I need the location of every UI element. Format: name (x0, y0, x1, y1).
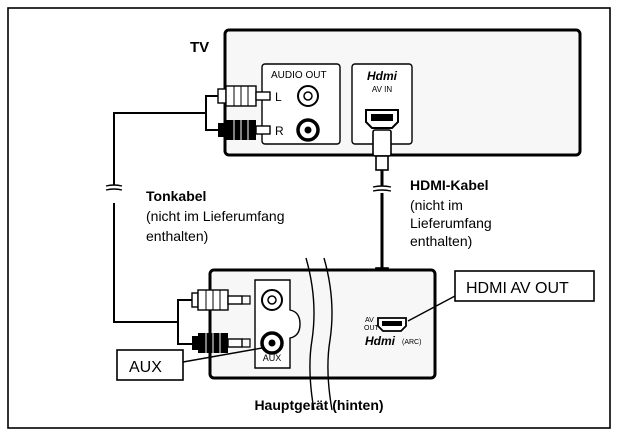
unit-hdmi-logo: Hdmi (365, 334, 396, 348)
hdmi-cable-note-3: enthalten) (410, 233, 472, 249)
tv-hdmi-port (365, 109, 399, 129)
tv-audio-plug-left (217, 85, 271, 107)
audio-cable-note-2: enthalten) (146, 228, 208, 244)
tv-label: TV (190, 39, 209, 56)
aux-callout-text: AUX (129, 359, 162, 376)
unit-break-line-2 (323, 257, 333, 411)
tv-audio-jack-left (297, 85, 319, 107)
audio-cable (113, 95, 218, 345)
audio-cable-title: Tonkabel (146, 188, 206, 204)
audio-cable-note-1: (nicht im Lieferumfang (146, 208, 285, 224)
tv-audio-jack-right (296, 118, 320, 142)
hdmi-av-out-callout-text: HDMI AV OUT (466, 280, 569, 297)
tv-panel: TV AUDIO OUT L R Hdmi AV IN (190, 28, 582, 157)
tv-audio-out-label: AUDIO OUT (271, 70, 327, 81)
unit-audio-jack-right (260, 331, 284, 355)
unit-audio-plug-left (191, 289, 251, 311)
unit-out-label: OUT (364, 325, 380, 332)
unit-audio-jack-left (261, 289, 283, 311)
tv-audio-plug-right (218, 120, 271, 140)
main-unit-panel: AUX AV OUT Hdmi (ARC) (208, 268, 437, 380)
unit-hdmi-port (377, 317, 407, 332)
tv-hdmi-logo: Hdmi (367, 69, 398, 83)
hdmi-cable-note-2: Lieferumfang (410, 215, 492, 231)
hdmi-cable-title: HDMI-Kabel (410, 177, 489, 193)
unit-audio-plug-right (192, 333, 251, 353)
tv-right-label: R (275, 124, 284, 138)
unit-aux-jack-label: AUX (263, 353, 282, 363)
tv-left-label: L (275, 90, 282, 104)
audio-cable-break (105, 184, 123, 191)
unit-arc-label: (ARC) (402, 339, 421, 346)
main-unit-label: Hauptgerät (hinten) (254, 397, 383, 413)
unit-break-line-1 (305, 257, 315, 411)
unit-av-label: AV (365, 317, 374, 324)
hdmi-av-out-callout (407, 270, 595, 322)
hdmi-cable-note-1: (nicht im (410, 197, 463, 213)
tv-av-in-label: AV IN (372, 85, 393, 94)
aux-callout (116, 347, 263, 381)
